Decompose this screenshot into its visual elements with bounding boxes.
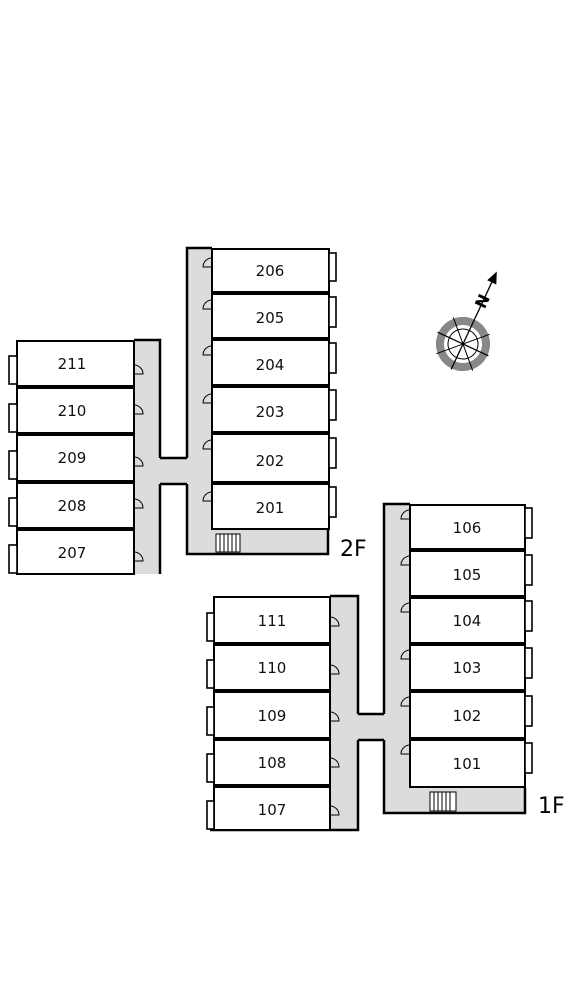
floor-label-2f: 2F <box>340 537 367 562</box>
compass-icon: N <box>436 271 497 371</box>
floor-1f: 106 105 104 103 102 101 <box>206 502 565 832</box>
room-number-104: 104 <box>453 612 482 630</box>
north-label: N <box>471 291 494 311</box>
room-107: 107 <box>213 786 331 831</box>
room-number-205: 205 <box>256 309 285 327</box>
room-number-206: 206 <box>256 262 285 280</box>
room-104: 104 <box>409 597 526 644</box>
room-108: 108 <box>213 739 331 786</box>
room-number-204: 204 <box>256 356 285 374</box>
room-210: 210 <box>16 387 135 434</box>
room-109: 109 <box>213 691 331 739</box>
room-211: 211 <box>16 340 135 387</box>
room-202: 202 <box>211 433 330 483</box>
room-205: 205 <box>211 293 330 339</box>
room-105: 105 <box>409 550 526 597</box>
room-number-107: 107 <box>258 801 287 819</box>
floor-label-1f: 1F <box>538 794 565 819</box>
room-102: 102 <box>409 691 526 739</box>
room-number-110: 110 <box>258 659 287 677</box>
room-number-111: 111 <box>258 612 287 630</box>
stairs-2f <box>215 533 241 553</box>
room-number-210: 210 <box>58 402 87 420</box>
room-number-202: 202 <box>256 452 285 470</box>
floor-2f: 206 205 204 203 202 201 <box>8 246 367 575</box>
room-number-105: 105 <box>453 566 482 584</box>
room-101: 101 <box>409 739 526 788</box>
room-207: 207 <box>16 529 135 575</box>
room-number-203: 203 <box>256 403 285 421</box>
room-number-108: 108 <box>258 754 287 772</box>
room-111: 111 <box>213 596 331 644</box>
room-201: 201 <box>211 483 330 530</box>
room-106: 106 <box>409 504 526 550</box>
room-number-208: 208 <box>58 497 87 515</box>
room-204: 204 <box>211 339 330 386</box>
room-206: 206 <box>211 248 330 293</box>
room-number-102: 102 <box>453 707 482 725</box>
room-number-207: 207 <box>58 544 87 562</box>
stairs-1f <box>429 791 457 812</box>
room-number-103: 103 <box>453 659 482 677</box>
room-110: 110 <box>213 644 331 691</box>
room-number-209: 209 <box>58 449 87 467</box>
room-number-211: 211 <box>58 355 87 373</box>
room-103: 103 <box>409 644 526 691</box>
room-number-106: 106 <box>453 519 482 537</box>
room-number-101: 101 <box>453 755 482 773</box>
room-number-201: 201 <box>256 499 285 517</box>
room-number-109: 109 <box>258 707 287 725</box>
room-208: 208 <box>16 482 135 529</box>
room-209: 209 <box>16 434 135 482</box>
room-203: 203 <box>211 386 330 433</box>
